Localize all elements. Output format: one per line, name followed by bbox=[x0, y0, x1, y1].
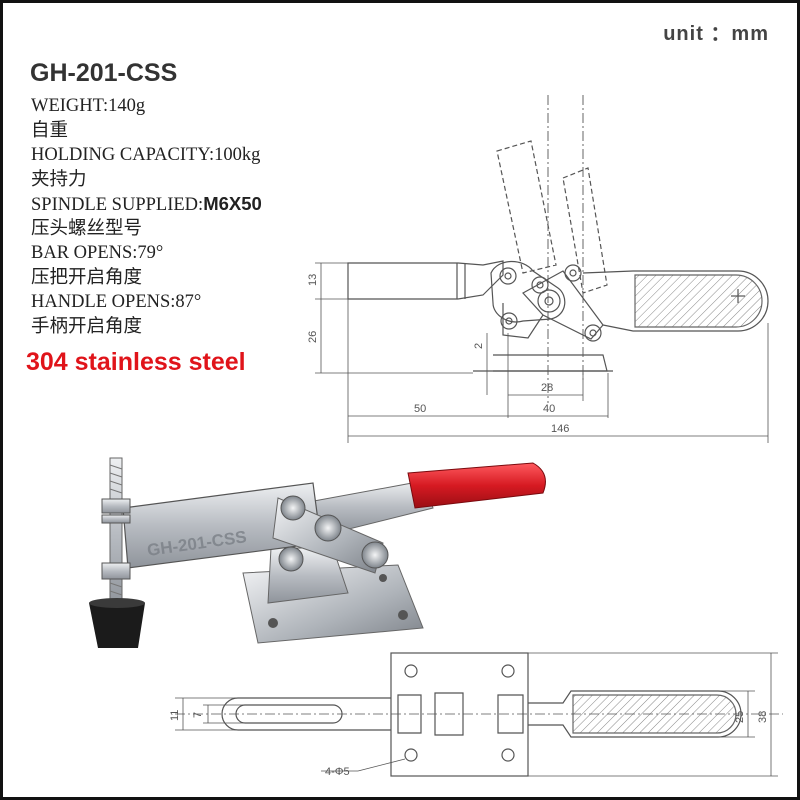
dim-11: 11 bbox=[169, 710, 181, 721]
dim-7: 7 bbox=[192, 712, 204, 718]
dim-26: 26 bbox=[307, 331, 319, 343]
dim-28: 28 bbox=[541, 382, 553, 394]
spec-handle-opens-zh: 手柄开启角度 bbox=[31, 316, 143, 337]
side-view-drawing: 13 26 2 28 50 40 146 bbox=[307, 95, 769, 443]
dim-50: 50 bbox=[414, 403, 426, 415]
spec-spindle: SPINDLE SUPPLIED:M6X50 bbox=[31, 193, 262, 215]
dim-146: 146 bbox=[551, 423, 569, 435]
dim-38: 38 bbox=[757, 711, 769, 723]
dim-13: 13 bbox=[307, 274, 319, 286]
spec-holding-capacity: HOLDING CAPACITY:100kg bbox=[31, 145, 261, 165]
spec-weight-zh: 自重 bbox=[31, 120, 69, 141]
model-title: GH-201-CSS bbox=[30, 59, 178, 87]
dim-40: 40 bbox=[543, 403, 555, 415]
spec-bar-opens-zh: 压把开启角度 bbox=[31, 267, 143, 288]
spec-bar-opens: BAR OPENS:79° bbox=[31, 243, 164, 263]
dim-holes: 4-Φ5 bbox=[325, 766, 350, 778]
material-label: 304 stainless steel bbox=[26, 348, 246, 376]
spec-list: WEIGHT:140g 自重 HOLDING CAPACITY:100kg 夹持… bbox=[31, 94, 331, 339]
dim-2: 2 bbox=[473, 343, 485, 349]
top-view-drawing: 11 7 25 38 4-Φ5 bbox=[169, 652, 783, 778]
spec-weight: WEIGHT:140g bbox=[31, 96, 146, 116]
spec-spindle-zh: 压头螺丝型号 bbox=[31, 218, 143, 239]
unit-label: unit ：mm bbox=[663, 23, 769, 45]
spec-handle-opens: HANDLE OPENS:87° bbox=[31, 292, 202, 312]
spec-holding-capacity-zh: 夹持力 bbox=[31, 169, 87, 190]
product-photo: GH-201-CSS bbox=[89, 457, 546, 648]
dim-25: 25 bbox=[734, 711, 746, 723]
